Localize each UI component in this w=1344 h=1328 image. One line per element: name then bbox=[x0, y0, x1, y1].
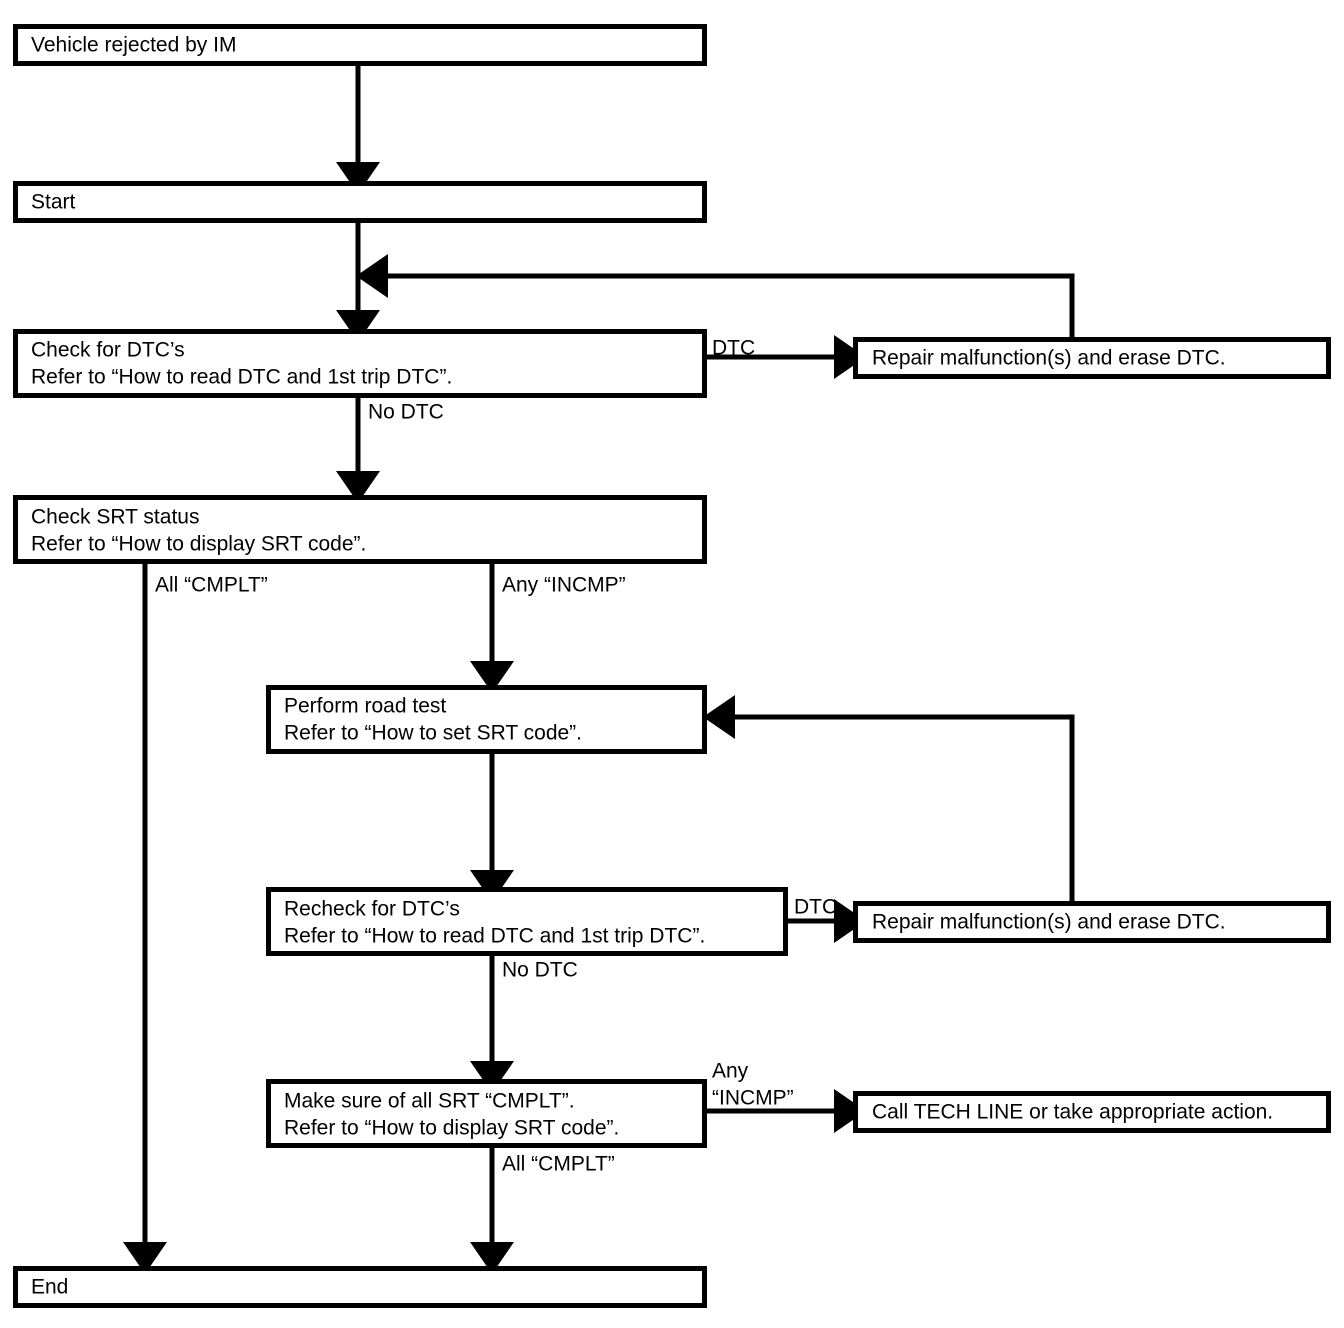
node-vehicle-rejected: Vehicle rejected by IM bbox=[13, 24, 707, 66]
edge-label-dtc-2: DTC bbox=[794, 896, 837, 919]
node-road-test-line-2: Refer to “How to set SRT code”. bbox=[284, 722, 582, 745]
node-check-srt: Check SRT status Refer to “How to displa… bbox=[13, 495, 707, 564]
edge-label-no-dtc-1: No DTC bbox=[368, 401, 444, 424]
node-end-line-1: End bbox=[31, 1276, 68, 1299]
node-start: Start bbox=[13, 181, 707, 223]
node-make-sure-srt: Make sure of all SRT “CMPLT”. Refer to “… bbox=[266, 1079, 707, 1148]
edge-label-any-incmp-2-line-1: Any bbox=[712, 1060, 749, 1083]
node-check-dtc-line-1: Check for DTC’s bbox=[31, 339, 185, 362]
node-road-test-line-1: Perform road test bbox=[284, 695, 446, 718]
node-recheck-dtc-line-2: Refer to “How to read DTC and 1st trip D… bbox=[284, 925, 705, 948]
node-start-line-1: Start bbox=[31, 191, 76, 214]
edge-label-any-incmp-2-line-2: “INCMP” bbox=[712, 1087, 794, 1110]
edge-label-all-cmplt-2: All “CMPLT” bbox=[502, 1153, 615, 1176]
node-make-sure-srt-line-2: Refer to “How to display SRT code”. bbox=[284, 1117, 619, 1140]
node-check-dtc: Check for DTC’s Refer to “How to read DT… bbox=[13, 329, 707, 398]
node-repair-2-line-1: Repair malfunction(s) and erase DTC. bbox=[872, 911, 1226, 934]
edge-label-no-dtc-2: No DTC bbox=[502, 959, 578, 982]
node-road-test: Perform road test Refer to “How to set S… bbox=[266, 685, 707, 754]
node-end: End bbox=[13, 1266, 707, 1308]
node-repair-2: Repair malfunction(s) and erase DTC. bbox=[853, 901, 1331, 943]
node-check-srt-line-2: Refer to “How to display SRT code”. bbox=[31, 533, 366, 556]
node-check-srt-line-1: Check SRT status bbox=[31, 506, 199, 529]
node-tech-line-line-1: Call TECH LINE or take appropriate actio… bbox=[872, 1101, 1273, 1124]
node-check-dtc-line-2: Refer to “How to read DTC and 1st trip D… bbox=[31, 366, 452, 389]
edge-label-dtc-1: DTC bbox=[712, 337, 755, 360]
node-vehicle-rejected-line-1: Vehicle rejected by IM bbox=[31, 34, 236, 57]
connector-repair1-feedback bbox=[356, 254, 1075, 337]
node-repair-1: Repair malfunction(s) and erase DTC. bbox=[853, 337, 1331, 379]
edge-label-any-incmp-1: Any “INCMP” bbox=[502, 574, 626, 597]
node-recheck-dtc: Recheck for DTC’s Refer to “How to read … bbox=[266, 887, 788, 956]
node-make-sure-srt-line-1: Make sure of all SRT “CMPLT”. bbox=[284, 1090, 575, 1113]
connector-repair2-feedback bbox=[703, 695, 1075, 901]
edge-label-all-cmplt-1: All “CMPLT” bbox=[155, 574, 268, 597]
node-tech-line: Call TECH LINE or take appropriate actio… bbox=[853, 1091, 1331, 1133]
node-recheck-dtc-line-1: Recheck for DTC’s bbox=[284, 898, 460, 921]
node-repair-1-line-1: Repair malfunction(s) and erase DTC. bbox=[872, 347, 1226, 370]
